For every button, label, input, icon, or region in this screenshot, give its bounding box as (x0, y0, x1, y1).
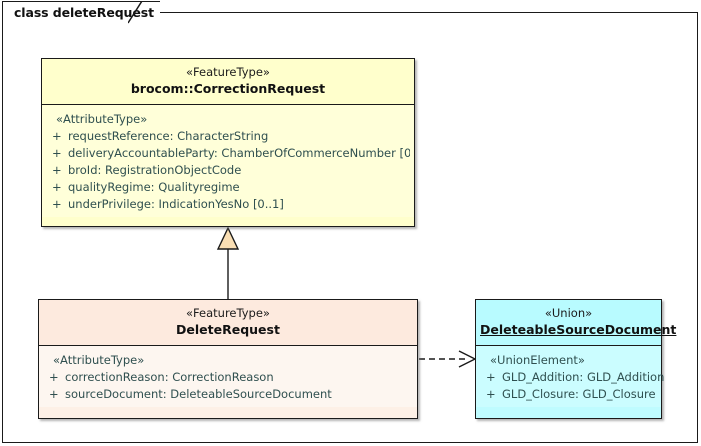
attribute-row: + qualityRegime: Qualityregime (46, 179, 410, 196)
class-attributes-deleteable-source-document: «UnionElement» + GLD_Addition: GLD_Addit… (476, 346, 664, 407)
attribute-row: + correctionReason: CorrectionReason (43, 369, 413, 386)
class-name: DeleteableSourceDocument (480, 322, 677, 337)
attribute-row: + broId: RegistrationObjectCode (46, 162, 410, 179)
attribute-visibility: + (49, 387, 59, 401)
attribute-row: + GLD_Addition: GLD_Addition (480, 369, 664, 386)
compartment-stereotype: «AttributeType» (56, 112, 148, 126)
attribute-text: GLD_Addition: GLD_Addition (502, 370, 665, 384)
attribute-visibility: + (486, 387, 496, 401)
attribute-visibility: + (52, 180, 62, 194)
attribute-visibility: + (486, 370, 496, 384)
class-attributes-correction-request: «AttributeType» + requestReference: Char… (42, 105, 414, 217)
attribute-text: GLD_Closure: GLD_Closure (502, 387, 656, 401)
class-header-deleteable-source-document: «Union» DeleteableSourceDocument (476, 300, 677, 346)
class-attributes-delete-request: «AttributeType» + correctionReason: Corr… (39, 346, 417, 407)
class-stereotype: «FeatureType» (186, 306, 270, 320)
attribute-text: sourceDocument: DeleteableSourceDocument (65, 387, 332, 401)
attribute-text: underPrivilege: IndicationYesNo [0..1] (68, 197, 284, 211)
diagram-title-tab-slant-icon (128, 1, 143, 24)
class-name: brocom::CorrectionRequest (130, 81, 326, 96)
compartment-stereotype: «AttributeType» (53, 353, 145, 367)
attribute-visibility: + (52, 146, 62, 160)
attribute-row: + GLD_Closure: GLD_Closure (480, 386, 657, 403)
attribute-row: + sourceDocument: DeleteableSourceDocume… (43, 386, 413, 403)
attribute-visibility: + (52, 129, 62, 143)
uml-class-deleteable-source-document[interactable]: «Union» DeleteableSourceDocument «UnionE… (475, 299, 677, 419)
diagram-title-tab: class deleteRequest (2, 1, 160, 23)
class-stereotype: «FeatureType» (186, 65, 270, 79)
attribute-text: requestReference: CharacterString (68, 129, 269, 143)
attribute-visibility: + (52, 163, 62, 177)
uml-class-correction-request[interactable]: «FeatureType» brocom::CorrectionRequest … (41, 58, 415, 227)
attribute-text: qualityRegime: Qualityregime (68, 180, 240, 194)
attribute-text: broId: RegistrationObjectCode (68, 163, 242, 177)
attribute-row: + requestReference: CharacterString (46, 128, 410, 145)
uml-class-delete-request[interactable]: «FeatureType» DeleteRequest «AttributeTy… (38, 299, 418, 419)
diagram-title-label: class deleteRequest (14, 5, 154, 20)
class-name: DeleteRequest (176, 322, 280, 337)
compartment-stereotype: «UnionElement» (490, 353, 585, 367)
attribute-text: deliveryAccountableParty: ChamberOfComme… (68, 146, 410, 160)
attribute-text: correctionReason: CorrectionReason (65, 370, 274, 384)
class-header-delete-request: «FeatureType» DeleteRequest (39, 300, 417, 346)
attribute-visibility: + (49, 370, 59, 384)
class-stereotype: «Union» (544, 306, 593, 320)
attribute-row: + underPrivilege: IndicationYesNo [0..1] (46, 196, 410, 213)
attribute-visibility: + (52, 197, 62, 211)
attribute-row: + deliveryAccountableParty: ChamberOfCom… (46, 145, 410, 162)
class-header-correction-request: «FeatureType» brocom::CorrectionRequest (42, 59, 414, 105)
